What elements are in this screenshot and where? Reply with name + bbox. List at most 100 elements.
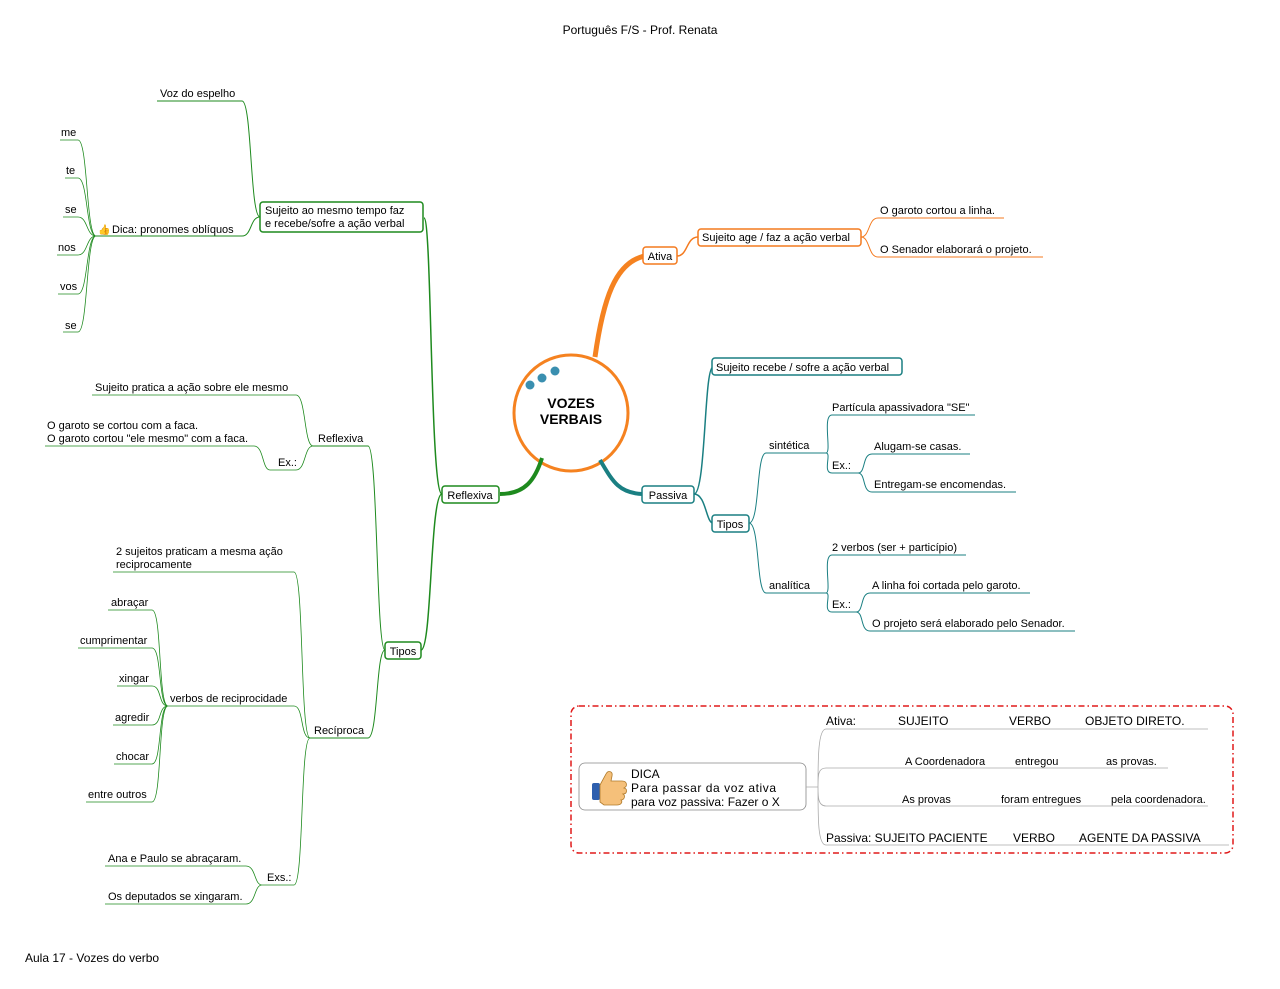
reciprocity-verbs-connector <box>78 609 169 803</box>
dica-row3-agent: pela coordenadora. <box>1111 794 1206 806</box>
page-footer-text: Aula 17 - Vozes do verbo <box>25 951 160 965</box>
ativa-example-2: O Senador elaborará o projeto. <box>880 244 1032 256</box>
pronoun-me: me <box>61 127 76 139</box>
dica-row3-subject: As provas <box>902 794 951 806</box>
verb-cumprimentar: cumprimentar <box>80 635 148 647</box>
sintetica-example-2: Entregam-se encomendas. <box>874 479 1006 491</box>
dica-box: DICA Para passar da voz ativa para voz p… <box>570 705 1234 854</box>
reflexiva-definition-line1: Sujeito ao mesmo tempo faz <box>265 205 404 217</box>
dica-text-line1: Para passar da voz ativa <box>631 781 776 795</box>
dica-row2-verb: entregou <box>1015 756 1058 768</box>
reflexiva-tipo-example-line1: O garoto se cortou com a faca. <box>47 420 198 432</box>
dica-passiva-agent: AGENTE DA PASSIVA <box>1079 831 1201 845</box>
reciproca-ex-label: Exs.: <box>267 872 291 884</box>
reflexiva-tipo-example-line2: O garoto cortou "ele mesmo" com a faca. <box>47 433 248 445</box>
thumbs-up-icon <box>592 771 627 806</box>
dica-passiva-verb: VERBO <box>1013 831 1055 845</box>
analitica-ex-connector <box>855 592 1075 632</box>
passiva-tipos-label: Tipos <box>717 519 744 531</box>
bubble-dot-icon <box>525 380 535 390</box>
reciprocity-verbs-label: verbos de reciprocidade <box>170 693 287 705</box>
page-header-title: Português F/S - Prof. Renata <box>562 23 718 37</box>
sintetica-ex-connector <box>857 453 1016 493</box>
pronoun-se: se <box>65 204 77 216</box>
reflexiva-tipo-connector <box>92 394 314 471</box>
dica-text-line2: para voz passiva: Fazer o X <box>631 795 780 809</box>
branch-ativa <box>592 253 646 358</box>
analitica-connector <box>825 554 966 613</box>
sintetica-label: sintética <box>769 440 810 452</box>
dica-objeto-direto: OBJETO DIRETO. <box>1085 714 1185 728</box>
bubble-dot-icon <box>550 366 560 376</box>
reciproca-connector <box>113 571 311 886</box>
dica-box-border <box>570 705 1234 854</box>
reflexiva-tipo-ex-connector <box>45 445 271 471</box>
dica-row2-object: as provas. <box>1106 756 1157 768</box>
pronouns-connector <box>57 139 97 333</box>
passiva-connector <box>693 366 714 524</box>
reciproca-def-line2: reciprocamente <box>116 559 192 571</box>
pronoun-se-2: se <box>65 320 77 332</box>
pronouns-tip: Dica: pronomes oblíquos <box>112 224 234 236</box>
pronoun-te: te <box>66 165 75 177</box>
dica-row3-verb: foram entregues <box>1001 794 1082 806</box>
passiva-tipos-connector <box>748 452 826 594</box>
reflexiva-tipos-connector <box>310 445 386 739</box>
dica-verbo: VERBO <box>1009 714 1051 728</box>
reciproca-def-line1: 2 sujeitos praticam a mesma ação <box>116 546 283 558</box>
sintetica-particle: Partícula apassivadora "SE" <box>832 402 970 414</box>
ativa-ex-connector <box>860 217 1043 258</box>
branch-reflexiva <box>499 457 544 496</box>
analitica-rule: 2 verbos (ser + particípio) <box>832 542 957 554</box>
ativa-connector <box>676 236 699 257</box>
verb-xingar: xingar <box>119 673 149 685</box>
dica-sujeito: SUJEITO <box>898 714 948 728</box>
reflexiva-def-connector <box>96 100 261 237</box>
passiva-definition: Sujeito recebe / sofre a ação verbal <box>716 362 889 374</box>
reciproca-example-1: Ana e Paulo se abraçaram. <box>108 853 241 865</box>
reflexiva-label: Reflexiva <box>447 490 493 502</box>
branch-passiva <box>598 458 643 496</box>
pronoun-vos: vos <box>60 281 78 293</box>
verb-agredir: agredir <box>115 712 150 724</box>
thumbs-up-icon: 👍 <box>98 223 110 236</box>
reciproca-ex-connector <box>105 865 263 905</box>
dica-title: DICA <box>631 767 660 781</box>
dica-passiva-subject: Passiva: SUJEITO PACIENTE <box>826 831 988 845</box>
analitica-label: analítica <box>769 580 811 592</box>
central-topic-line1: VOZES <box>547 395 594 411</box>
analitica-example-2: O projeto será elaborado pelo Senador. <box>872 618 1065 630</box>
mirror-voice: Voz do espelho <box>160 88 235 100</box>
dica-node[interactable] <box>578 762 807 811</box>
reflexiva-tipo-label: Reflexiva <box>318 433 364 445</box>
sintetica-connector <box>825 414 975 474</box>
central-topic[interactable]: VOZES VERBAIS <box>512 353 630 473</box>
dica-connector <box>806 728 1229 846</box>
sintetica-example-1: Alugam-se casas. <box>874 441 961 453</box>
reflexiva-branch: Reflexiva Sujeito ao mesmo tempo faz e r… <box>45 88 500 905</box>
analitica-example-1: A linha foi cortada pelo garoto. <box>872 580 1021 592</box>
passiva-definition-node[interactable] <box>711 357 903 376</box>
reciproca-label: Recíproca <box>314 725 365 737</box>
verb-chocar: chocar <box>116 751 149 763</box>
bubble-dot-icon <box>537 373 547 383</box>
verb-abracar: abraçar <box>111 597 149 609</box>
pronoun-nos: nos <box>58 242 76 254</box>
sintetica-ex-label: Ex.: <box>832 460 851 472</box>
ativa-label: Ativa <box>648 251 673 263</box>
analitica-ex-label: Ex.: <box>832 599 851 611</box>
ativa-definition: Sujeito age / faz a ação verbal <box>702 232 850 244</box>
dica-ativa-label: Ativa: <box>826 714 856 728</box>
reflexiva-definition-line2: e recebe/sofre a ação verbal <box>265 218 404 230</box>
reflexiva-tipo-ex-label: Ex.: <box>278 457 297 469</box>
passiva-branch: Passiva Sujeito recebe / sofre a ação ve… <box>641 357 1075 632</box>
ativa-branch: Ativa Sujeito age / faz a ação verbal O … <box>642 205 1043 265</box>
dica-row2-subject: A Coordenadora <box>905 756 986 768</box>
reflexiva-tipo-def: Sujeito pratica a ação sobre ele mesmo <box>95 382 288 394</box>
reflexiva-tipos-label: Tipos <box>390 646 417 658</box>
reciproca-example-2: Os deputados se xingaram. <box>108 891 243 903</box>
ativa-example-1: O garoto cortou a linha. <box>880 205 995 217</box>
passiva-label: Passiva <box>649 490 688 502</box>
reflexiva-connector <box>420 217 443 651</box>
